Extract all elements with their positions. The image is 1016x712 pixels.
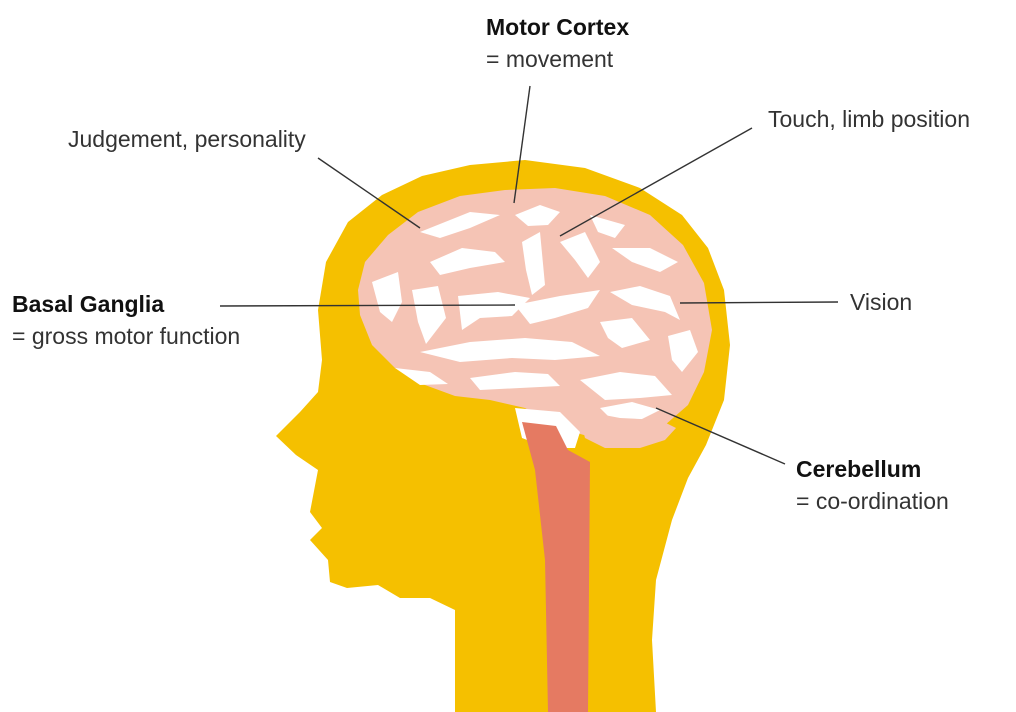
motor-cortex-title: Motor Cortex [486,16,629,39]
basal-ganglia-sub: = gross motor function [12,325,240,348]
leader-vision [680,302,838,303]
cerebellum-sub: = co-ordination [796,490,949,513]
touch-text: Touch, limb position [768,106,970,132]
label-cerebellum: Cerebellum = co-ordination [796,458,949,513]
vision-text: Vision [850,289,912,315]
label-touch: Touch, limb position [768,108,970,131]
basal-ganglia-title: Basal Ganglia [12,293,240,316]
label-motor-cortex: Motor Cortex = movement [486,16,629,71]
label-vision: Vision [850,291,912,314]
label-basal-ganglia: Basal Ganglia = gross motor function [12,293,240,348]
label-judgement: Judgement, personality [68,128,306,151]
motor-cortex-sub: = movement [486,48,629,71]
cerebellum-title: Cerebellum [796,458,949,481]
judgement-text: Judgement, personality [68,126,306,152]
